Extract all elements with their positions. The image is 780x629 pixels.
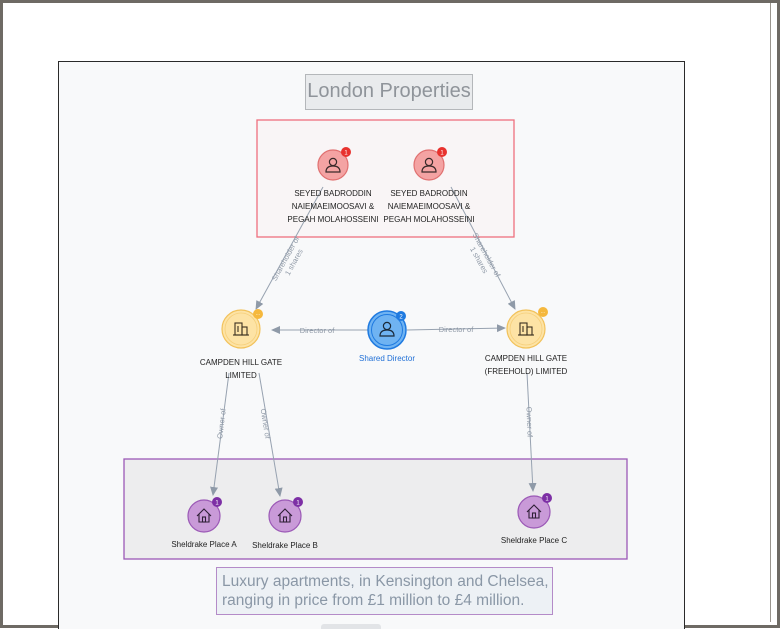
note-line-1: Luxury apartments, in Kensington and Che… bbox=[222, 573, 549, 590]
node-property-c[interactable]: 1 bbox=[517, 493, 552, 529]
node-shared-director[interactable]: 2 bbox=[367, 310, 407, 350]
property-c-label: Sheldrake Place C bbox=[500, 536, 568, 545]
edge-label-shareholder-left: Shareholder of 1 shares bbox=[270, 233, 311, 287]
badge bbox=[538, 307, 548, 317]
svg-text:···: ··· bbox=[541, 310, 546, 316]
property-b-label: Sheldrake Place B bbox=[252, 541, 318, 550]
edge-director-right bbox=[406, 324, 506, 333]
svg-text:1: 1 bbox=[344, 151, 348, 157]
note-box: Luxury apartments, in Kensington and Che… bbox=[216, 567, 553, 615]
edge-label-director-left: Director of bbox=[300, 326, 336, 335]
badge bbox=[212, 497, 222, 507]
edge-label-owner-c: Owner of bbox=[524, 407, 534, 439]
building-icon bbox=[518, 322, 534, 336]
diagram-canvas[interactable]: Shareholder of 1 shares Shareholder of 1… bbox=[58, 61, 685, 629]
house-icon bbox=[277, 508, 293, 523]
node-company-2[interactable]: ··· bbox=[506, 307, 548, 349]
person-2-label: SEYED BADRODDIN NAIEMAEIMOOSAVI & PEGAH … bbox=[383, 189, 475, 224]
badge bbox=[341, 147, 351, 157]
node-property-b[interactable]: 1 bbox=[268, 497, 303, 533]
diagram-title: London Properties bbox=[305, 74, 473, 110]
person-icon bbox=[421, 157, 437, 173]
person-1-label: SEYED BADRODDIN NAIEMAEIMOOSAVI & PEGAH … bbox=[287, 189, 379, 224]
building-icon bbox=[233, 322, 249, 336]
edge-label-owner-a: Owner of bbox=[215, 407, 228, 439]
edge-owner-b bbox=[258, 372, 283, 497]
node-person-1[interactable]: 1 bbox=[317, 147, 351, 181]
svg-text:1: 1 bbox=[215, 501, 219, 507]
edge-shareholder-right bbox=[450, 186, 516, 310]
edge-label-shareholder-right: Shareholder of 1 shares bbox=[463, 231, 504, 285]
note-line-2: ranging in price from £1 million to £4 m… bbox=[222, 592, 525, 609]
node-company-1[interactable]: ··· bbox=[221, 309, 263, 349]
edge-owner-c bbox=[526, 372, 537, 492]
svg-text:···: ··· bbox=[256, 312, 261, 318]
canvas-scroll-handle[interactable] bbox=[321, 624, 381, 629]
badge bbox=[437, 147, 447, 157]
person-icon bbox=[325, 157, 341, 173]
property-a-label: Sheldrake Place A bbox=[171, 540, 237, 549]
edge-label-owner-b: Owner of bbox=[259, 408, 273, 440]
badge bbox=[293, 497, 303, 507]
shared-director-label: Shared Director bbox=[358, 354, 416, 363]
badge bbox=[396, 311, 406, 321]
person-icon bbox=[379, 321, 395, 337]
diagram-svg: Shareholder of 1 shares Shareholder of 1… bbox=[123, 119, 628, 560]
edge-label-director-right: Director of bbox=[439, 325, 475, 334]
people-group-box bbox=[256, 119, 515, 238]
svg-text:1: 1 bbox=[296, 501, 300, 507]
badge bbox=[542, 493, 552, 503]
badge bbox=[253, 309, 263, 319]
house-icon bbox=[526, 504, 542, 519]
house-icon bbox=[196, 508, 212, 523]
company-2-label: CAMPDEN HILL GATE (FREEHOLD) LIMITED bbox=[484, 354, 568, 376]
svg-text:2: 2 bbox=[399, 315, 403, 321]
edge-shareholder-left bbox=[255, 186, 324, 310]
edge-owner-a bbox=[210, 372, 230, 496]
node-property-a[interactable]: 1 bbox=[187, 497, 222, 533]
svg-text:1: 1 bbox=[440, 151, 444, 157]
window-edge bbox=[770, 3, 771, 622]
node-person-2[interactable]: 1 bbox=[413, 147, 447, 181]
svg-text:1: 1 bbox=[545, 497, 549, 503]
company-1-label: CAMPDEN HILL GATE LIMITED bbox=[199, 358, 283, 380]
